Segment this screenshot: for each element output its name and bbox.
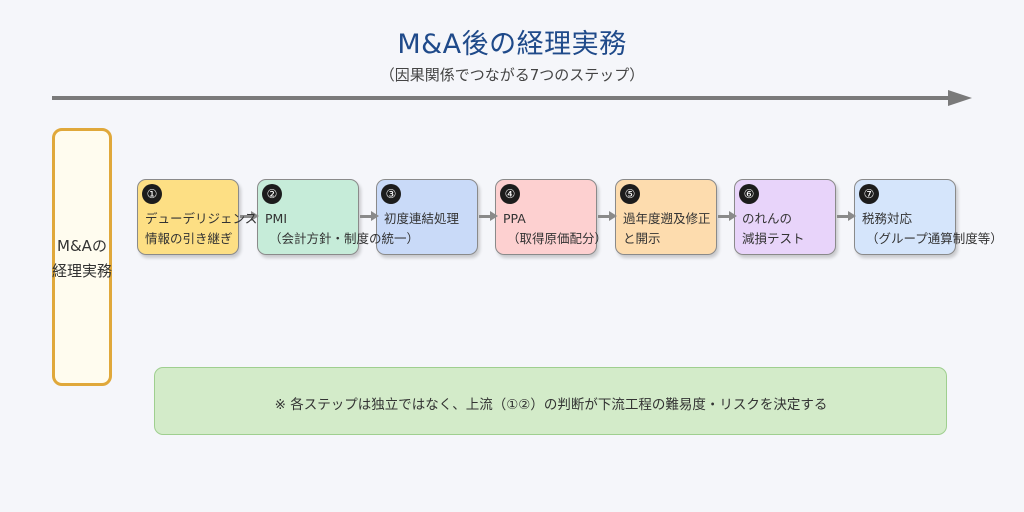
timeline-arrow-head-icon	[948, 90, 972, 106]
connector-arrow-icon	[598, 211, 617, 221]
step-number-badge: ⑦	[859, 184, 879, 204]
step-label: のれんの 減損テスト	[742, 211, 805, 246]
connector-arrow-icon	[718, 211, 737, 221]
connector-arrow-icon	[837, 211, 856, 221]
step-number-badge: ①	[142, 184, 162, 204]
step-number-badge: ②	[262, 184, 282, 204]
page-subtitle: （因果関係でつながる7つのステップ）	[379, 66, 645, 84]
note-box	[154, 367, 947, 435]
side-category-box	[52, 128, 112, 386]
step-label: PPA （取得原価配分）	[503, 211, 607, 246]
step-label: 過年度遡及修正 と開示	[623, 211, 711, 246]
step-label: デューデリジェンス 情報の引き継ぎ	[145, 211, 258, 246]
step-number-badge: ③	[381, 184, 401, 204]
step-label: 税務対応 （グループ通算制度等）	[862, 211, 1003, 246]
step-number-badge: ④	[500, 184, 520, 204]
note-text: ※ 各ステップは独立ではなく、上流（①②）の判断が下流工程の難易度・リスクを決定…	[274, 397, 828, 413]
connector-arrow-icon	[479, 211, 498, 221]
step-label: 初度連結処理	[384, 211, 460, 226]
connector-arrow-icon	[360, 211, 379, 221]
connector-arrow-icon	[240, 211, 259, 221]
side-category-label: M&Aの 経理実務	[51, 237, 112, 280]
timeline-arrow-line	[52, 96, 952, 100]
step-number-badge: ⑥	[739, 184, 759, 204]
page-title: M&A後の経理実務	[397, 29, 627, 60]
step-number-badge: ⑤	[620, 184, 640, 204]
step-label: PMI （会計方針・制度の統一）	[265, 211, 419, 246]
